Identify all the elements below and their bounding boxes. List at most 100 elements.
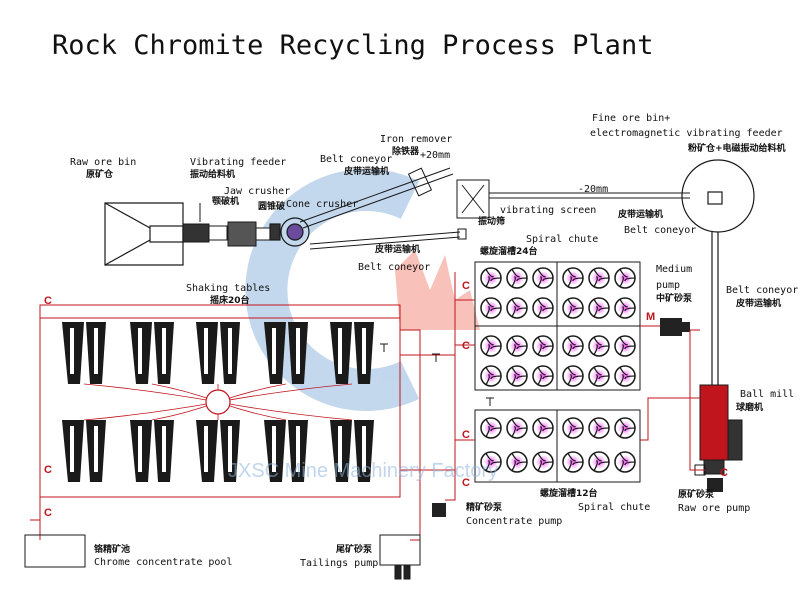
shaking-table — [330, 420, 374, 482]
label-concentrate-pump: Concentrate pump — [466, 516, 563, 527]
belt-conveyor-mid — [489, 192, 690, 199]
spiral-chute-unit — [562, 297, 584, 319]
spiral-chute-unit — [506, 267, 528, 289]
spiral-chute-bottom-units — [480, 417, 636, 473]
spiral-chute-top-units — [480, 267, 636, 387]
label-vibrating-screen-cn: 振动筛 — [478, 217, 506, 227]
label-ball-mill: Ball mill — [740, 389, 795, 400]
shaking-table — [330, 322, 374, 384]
label-chrome-pool-cn: 铬精矿池 — [94, 545, 131, 555]
label-fine-ore-bin: Fine ore bin+ — [592, 113, 671, 124]
label-minus-20mm: -20mm — [578, 184, 609, 195]
t-markers — [380, 343, 494, 406]
label-belt-conveyor-right: Belt coneyor — [726, 285, 799, 296]
c-marker: C — [462, 280, 470, 292]
shaking-table — [264, 420, 308, 482]
label-vibrating-feeder: Vibrating feeder — [190, 157, 287, 168]
spiral-chute-unit — [506, 417, 528, 439]
shaking-table — [196, 420, 240, 482]
c-marker: C — [44, 295, 52, 307]
shaking-table — [130, 322, 174, 384]
label-iron-remover-cn: 除铁器 — [392, 147, 420, 157]
spiral-chute-unit — [614, 365, 636, 387]
label-vibrating-screen: vibrating screen — [500, 205, 597, 216]
spiral-chute-unit — [588, 451, 610, 473]
shaking-table — [196, 322, 240, 384]
concentrate-pump — [432, 503, 446, 517]
spiral-chute-unit — [480, 335, 502, 357]
c-marker: C — [462, 477, 470, 489]
page-title: Rock Chromite Recycling Process Plant — [52, 30, 654, 61]
label-fine-ore-bin-cn: 粉矿仓+电磁振动给料机 — [688, 144, 786, 154]
shaking-table — [62, 420, 106, 482]
label-shaking-tables: Shaking tables — [186, 283, 271, 294]
c-marker: C — [720, 467, 728, 479]
vibrating-feeder — [182, 203, 271, 247]
label-iron-remover: Iron remover — [380, 134, 453, 145]
shaking-tables — [62, 322, 374, 482]
spiral-chute-unit — [562, 417, 584, 439]
label-medium-pump: Medium — [656, 264, 693, 275]
label-spiral-chute-bottom-cn: 螺旋溜槽12台 — [540, 489, 598, 499]
label-tailings-pump: Tailings pump — [300, 558, 379, 569]
label-spiral-chute-top-cn: 螺旋溜槽24台 — [480, 247, 538, 257]
label-medium-pump-cn: 中矿砂泵 — [656, 294, 693, 304]
label-belt-conveyor-top: Belt coneyor — [320, 154, 393, 165]
spiral-chute-unit — [506, 365, 528, 387]
label-ball-mill-cn: 球磨机 — [736, 403, 764, 413]
shaking-table — [264, 322, 308, 384]
spiral-chute-unit — [506, 297, 528, 319]
spiral-chute-unit — [588, 365, 610, 387]
vibrating-screen — [456, 179, 490, 219]
spiral-chute-unit — [562, 335, 584, 357]
label-em-feeder: electromagnetic vibrating feeder — [590, 128, 783, 139]
label-plus-20mm: +20mm — [420, 150, 451, 161]
label-belt-conveyor-top-cn: 皮带运输机 — [344, 167, 390, 177]
spiral-chute-unit — [562, 451, 584, 473]
spiral-chute-unit — [614, 417, 636, 439]
label-vibrating-feeder-cn: 振动给料机 — [190, 170, 236, 180]
spiral-chute-unit — [614, 267, 636, 289]
c-marker: C — [462, 340, 470, 352]
watermark-logo — [245, 169, 480, 411]
label-belt-conveyor-right-cn: 皮带运输机 — [736, 299, 782, 309]
label-spiral-chute-top: Spiral chute — [526, 234, 599, 245]
spiral-chute-bottom — [474, 409, 641, 483]
spiral-chute-unit — [588, 335, 610, 357]
label-jaw-crusher-cn: 颚破机 — [212, 197, 240, 207]
label-tailings-pump-cn: 尾矿砂泵 — [336, 545, 373, 555]
ball-mill — [699, 384, 743, 475]
spiral-chute-unit — [480, 297, 502, 319]
label-raw-ore-pump: Raw ore pump — [678, 503, 751, 514]
spiral-chute-unit — [532, 297, 554, 319]
c-marker: C — [44, 507, 52, 519]
c-marker: C — [44, 464, 52, 476]
label-belt-conveyor-mid: Belt coneyor — [624, 225, 697, 236]
belt-conveyor-lower — [309, 228, 467, 250]
spiral-chute-unit — [480, 451, 502, 473]
label-chrome-pool: Chrome concentrate pool — [94, 557, 233, 568]
medium-pump — [660, 318, 690, 336]
label-cone-crusher: Cone crusher — [286, 199, 359, 210]
spiral-chute-unit — [532, 451, 554, 473]
label-raw-ore-pump-cn: 原矿砂泵 — [678, 490, 715, 500]
spiral-chute-unit — [532, 267, 554, 289]
spiral-chute-unit — [614, 297, 636, 319]
spiral-chute-unit — [588, 297, 610, 319]
spiral-chute-unit — [532, 417, 554, 439]
shaking-table — [130, 420, 174, 482]
label-shaking-tables-cn: 摇床20台 — [210, 296, 250, 306]
spiral-chute-unit — [614, 335, 636, 357]
watermark-text: JXSC Mine Machinery Factory — [228, 460, 499, 482]
label-belt-conveyor-lower-cn: 皮带运输机 — [375, 245, 421, 255]
label-concentrate-pump-cn: 精矿砂泵 — [466, 503, 503, 513]
spiral-chute-unit — [588, 417, 610, 439]
label-spiral-chute-bottom: Spiral chute — [578, 502, 651, 513]
label-raw-ore-bin: Raw ore bin — [70, 157, 137, 168]
spiral-chute-unit — [562, 365, 584, 387]
spiral-chute-unit — [532, 365, 554, 387]
label-medium-pump-2: pump — [656, 280, 681, 291]
distributor — [205, 389, 231, 415]
shaking-table — [62, 322, 106, 384]
